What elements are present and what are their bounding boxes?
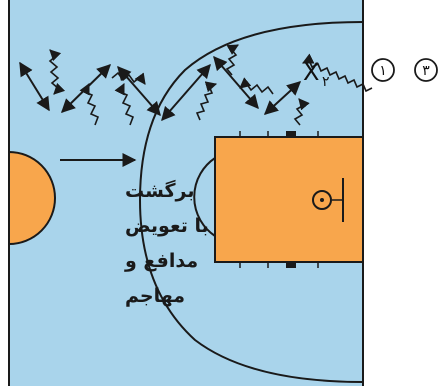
caption-line-2: با تعویض	[125, 215, 209, 237]
block-top	[286, 131, 296, 137]
hoop-center	[320, 198, 324, 202]
center-circle-half	[8, 150, 56, 246]
defender-subscript: ۲	[322, 74, 330, 90]
caption-line-3: مدافع و	[124, 250, 198, 272]
block-bottom	[286, 262, 296, 268]
defender-letter: X	[303, 58, 319, 86]
three-point-arc	[138, 21, 363, 383]
player-marker-3: ۳	[414, 58, 438, 82]
caption-line-4: مهاجم	[125, 285, 185, 307]
free-throw-semicircle	[193, 157, 216, 237]
player-marker-1: ۱	[371, 58, 395, 82]
svg-text:۳: ۳	[422, 63, 430, 79]
svg-text:۱: ۱	[379, 63, 387, 79]
hoop	[312, 190, 332, 210]
dribble-arrows	[48, 44, 373, 126]
caption-line-1: برگشت	[125, 179, 194, 202]
lane-hash-marks	[239, 131, 319, 268]
caption: برگشت با تعویض مدافع و مهاجم	[124, 179, 209, 307]
